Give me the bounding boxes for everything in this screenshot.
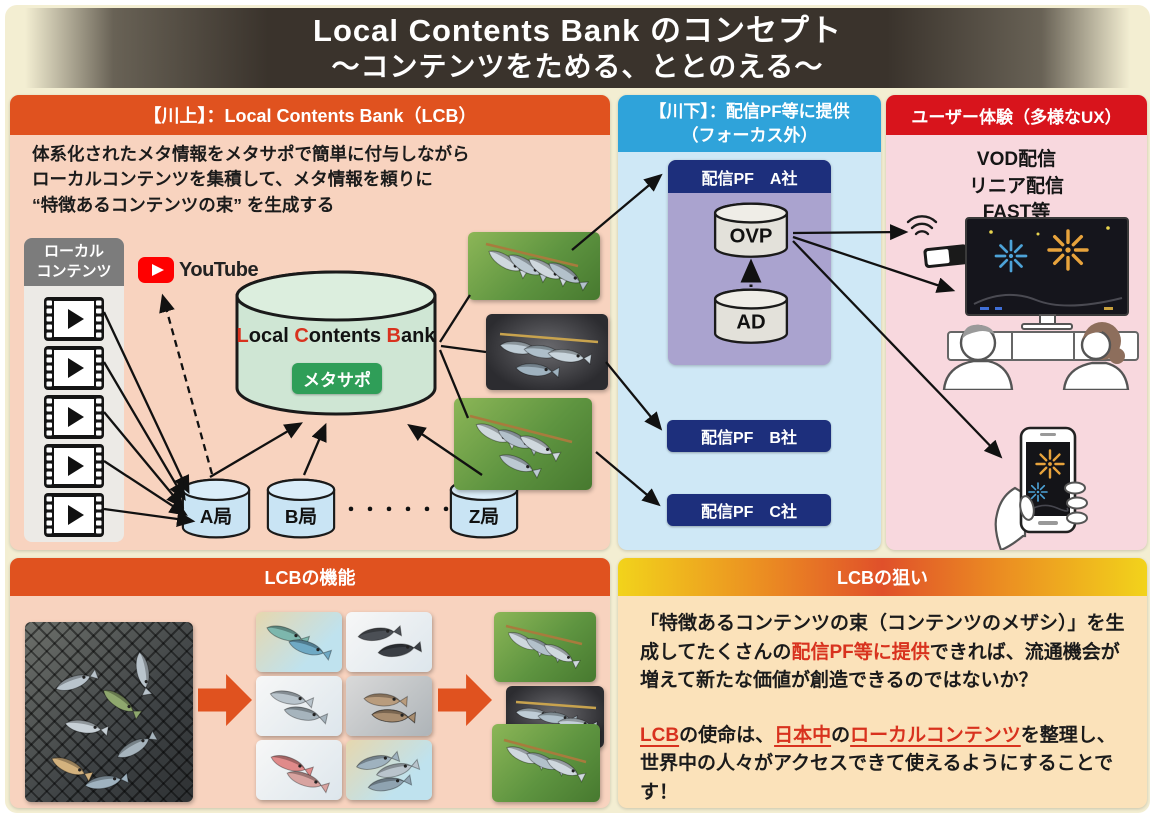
sorted-fish-photo (346, 676, 432, 736)
pf-company-c-label: 配信PF C社 (667, 494, 831, 526)
youtube-logo: YouTube (138, 257, 259, 283)
svg-text:Z局: Z局 (469, 506, 499, 527)
viewer-woman (1062, 322, 1130, 390)
content-bundle-photo-2 (486, 314, 608, 390)
youtube-play-icon (138, 257, 174, 283)
svg-text:A局: A局 (200, 506, 232, 527)
svg-text:B局: B局 (285, 506, 317, 527)
panel-downstream-header: 【川下】：配信PF等に提供 （フォーカス外） (618, 95, 881, 152)
sorted-fish-photo (256, 676, 342, 736)
station-a-cylinder: A局 (181, 478, 251, 539)
aim-paragraph-1: 「特徴あるコンテンツの束（コンテンツのメザシ）」を生成してたくさんの配信PF等に… (640, 613, 1125, 691)
video-content-icon (44, 346, 104, 390)
panel-aim-header: LCBの狙い (618, 558, 1147, 596)
aim-body-text: 「特徴あるコンテンツの束（コンテンツのメザシ）」を生成してたくさんの配信PF等に… (640, 610, 1132, 818)
ovp-cylinder: OVP (713, 202, 789, 258)
lcb-database-cylinder (235, 270, 437, 416)
lcb-cylinder-label: Local Contents Bank (236, 325, 436, 347)
sorted-fish-photo (346, 612, 432, 672)
panel-ux-header: ユーザー体験（多様なUX） (886, 95, 1147, 135)
mixed-catch-photo (25, 622, 193, 802)
video-content-icon (44, 444, 104, 488)
svg-text:OVP: OVP (730, 226, 773, 248)
video-content-icon (44, 493, 104, 537)
bundled-fish-photo-1 (494, 612, 596, 682)
title-banner: Local Contents Bank のコンセプト ～コンテンツをためる、とと… (25, 8, 1130, 88)
metasapo-badge: メタサポ (292, 363, 382, 394)
smartphone-viewing-illustration (994, 426, 1088, 550)
sorted-fish-photo (256, 612, 342, 672)
pf-company-a-label: 配信PF A社 (668, 160, 831, 193)
content-bundle-photo-1 (468, 232, 600, 300)
page-subtitle: ～コンテンツをためる、ととのえる～ (331, 50, 824, 82)
page-title: Local Contents Bank のコンセプト (313, 13, 842, 49)
panel-upstream-header: 【川上】：Local Contents Bank（LCB） (10, 95, 610, 135)
ad-cylinder: AD (713, 288, 789, 344)
lcb-description: 体系化されたメタ情報をメタサポで簡単に付与しながら ローカルコンテンツを集積して… (32, 144, 470, 215)
smartphone-icon (1019, 426, 1077, 534)
sorted-fish-photo (346, 740, 432, 800)
svg-text:AD: AD (736, 312, 765, 334)
bundled-fish-photo-3 (492, 724, 600, 802)
panel-lcb-aim: LCBの狙い (618, 558, 1147, 808)
hand-fingers (1019, 481, 1088, 525)
ellipsis-dots: ・・・・・・・ (342, 500, 475, 520)
video-content-icon (44, 297, 104, 341)
pf-company-b-label: 配信PF B社 (667, 420, 831, 452)
youtube-label: YouTube (179, 258, 259, 281)
aim-paragraph-2: LCBの使命は、日本中のローカルコンテンツを整理し、世界中の人々がアクセスできて… (640, 724, 1116, 803)
local-contents-label: ローカル コンテンツ (24, 238, 124, 286)
video-content-icon (44, 395, 104, 439)
wifi-icon (906, 215, 938, 236)
hand-icon (994, 486, 1027, 550)
station-b-cylinder: B局 (266, 478, 336, 539)
content-bundle-photo-3 (454, 398, 592, 490)
sorted-fish-photo (256, 740, 342, 800)
panel-functions-header: LCBの機能 (10, 558, 610, 596)
tv-viewing-illustration (906, 215, 1139, 390)
tv-screen (965, 217, 1129, 316)
